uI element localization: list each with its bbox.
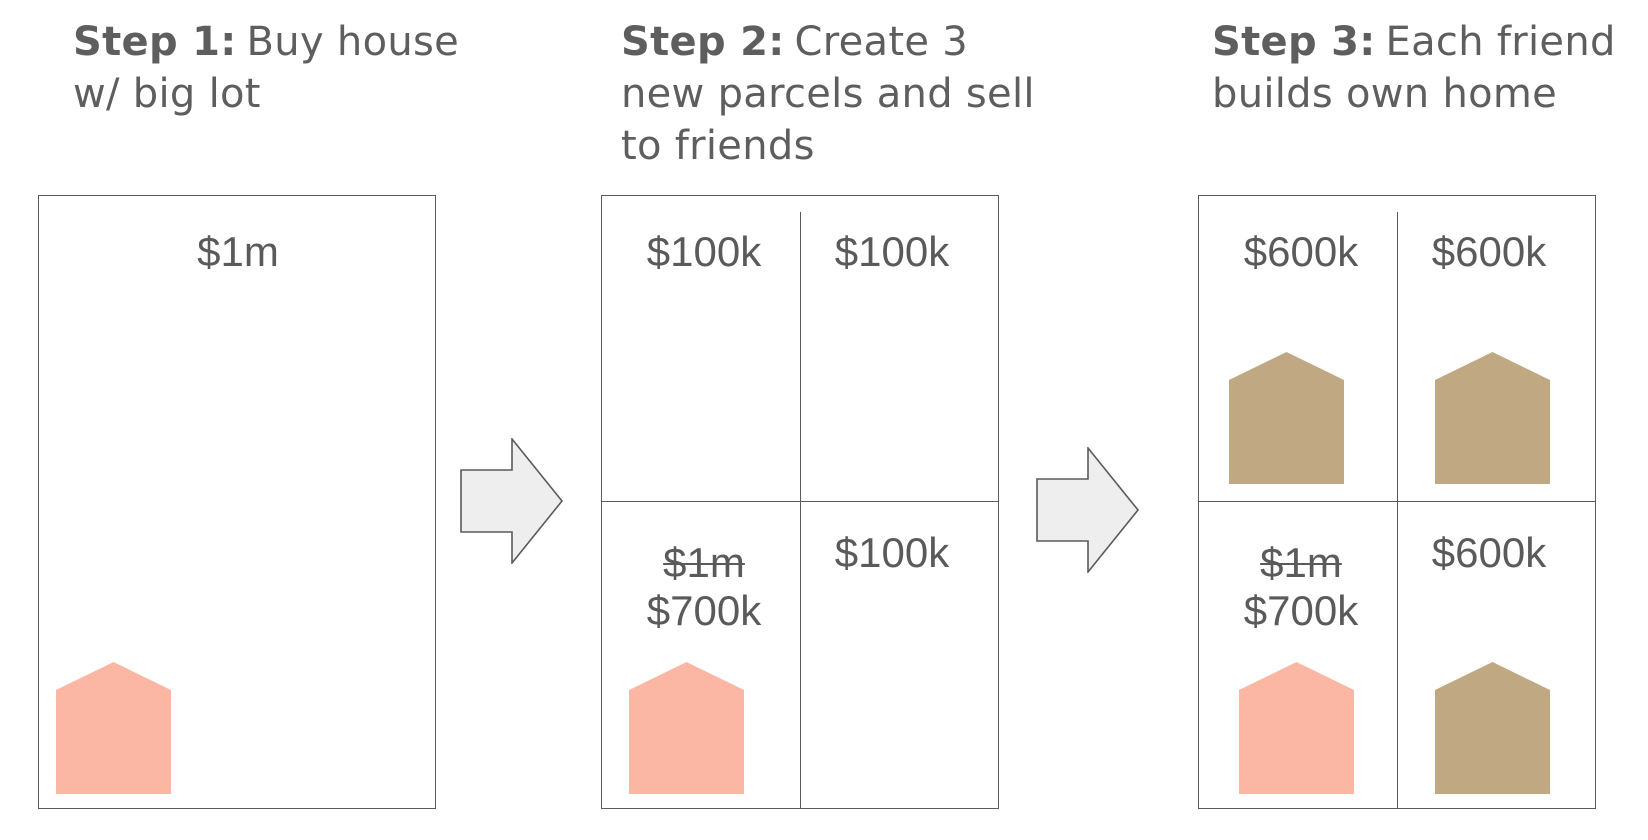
parcel-price: $600k — [1431, 529, 1547, 576]
parcel-price: $700k — [1243, 587, 1359, 634]
new-house-icon — [1435, 662, 1550, 794]
step-2-text: Create 3 new parcels and sell to friends — [621, 19, 1035, 169]
parcel-price: $600k — [1431, 228, 1547, 275]
step-2-label: Step 2: — [621, 19, 785, 65]
parcel-divider-horizontal — [602, 501, 998, 502]
parcel-price: $600k — [1243, 228, 1359, 275]
lot-price: $1m — [197, 228, 279, 275]
existing-house-icon — [629, 662, 744, 794]
right-arrow-icon — [1036, 447, 1140, 573]
right-arrow-icon — [460, 438, 564, 564]
parcel-divider-vertical — [800, 212, 801, 808]
existing-house-icon — [56, 662, 171, 794]
step-2-title: Step 2:Create 3 new parcels and sell to … — [621, 16, 1041, 172]
new-house-icon — [1435, 352, 1550, 484]
step-1-label: Step 1: — [73, 19, 237, 65]
step-3-text: Each friend builds own home — [1212, 19, 1616, 117]
old-price: $1m — [1260, 539, 1342, 586]
step-3-label: Step 3: — [1212, 19, 1376, 65]
parcel-price: $100k — [834, 529, 950, 576]
parcel-price: $700k — [646, 587, 762, 634]
old-price: $1m — [663, 539, 745, 586]
step-1-text: Buy house w/ big lot — [73, 19, 460, 117]
new-house-icon — [1229, 352, 1344, 484]
parcel-divider-horizontal — [1199, 501, 1595, 502]
step-3-lot: $600k $600k $1m $700k $600k — [1198, 195, 1596, 809]
step-3-title: Step 3:Each friend builds own home — [1212, 16, 1632, 120]
parcel-divider-vertical — [1397, 212, 1398, 808]
parcel-price: $100k — [834, 228, 950, 275]
existing-house-icon — [1239, 662, 1354, 794]
step-2-lot: $100k $100k $1m $700k $100k — [601, 195, 999, 809]
parcel-price: $100k — [646, 228, 762, 275]
step-1-lot: $1m — [38, 195, 436, 809]
step-1-title: Step 1:Buy house w/ big lot — [73, 16, 493, 120]
